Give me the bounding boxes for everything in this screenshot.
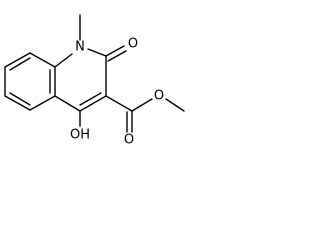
atom-oxo-o: O: [128, 37, 138, 52]
atom-hydroxy: OH: [70, 128, 90, 143]
bond-c8a-c8: [4, 52, 31, 68]
atom-ester-o-carbonyl: O: [124, 133, 134, 148]
bond-c6-c5: [29, 95, 56, 111]
atom-ester-o-ether: O: [154, 89, 164, 104]
bond-c7-c6: [4, 95, 31, 111]
bond-o-ether-methyl: [165, 98, 185, 112]
bond-c4-c4a: [54, 95, 81, 112]
bond-c4a-c8a: [29, 52, 56, 68]
bond-c3-ester-c: [105, 95, 133, 112]
bond-c7-c6-inner: [9, 92, 31, 106]
bond-c2-oxo-double: [107, 50, 127, 62]
bond-c3-c4-inner: [79, 92, 102, 106]
bond-c8a-c8-inner: [9, 57, 31, 71]
bond-c8a-n1: [54, 53, 73, 68]
molecule-structure: N O OH O O: [4, 14, 185, 148]
bond-ester-c-o-ether: [131, 98, 153, 112]
bond-n1-c2: [87, 48, 107, 57]
atom-n1: N: [75, 40, 85, 55]
bond-c3-c4: [79, 95, 107, 112]
bond-c2-oxo: [105, 45, 125, 57]
